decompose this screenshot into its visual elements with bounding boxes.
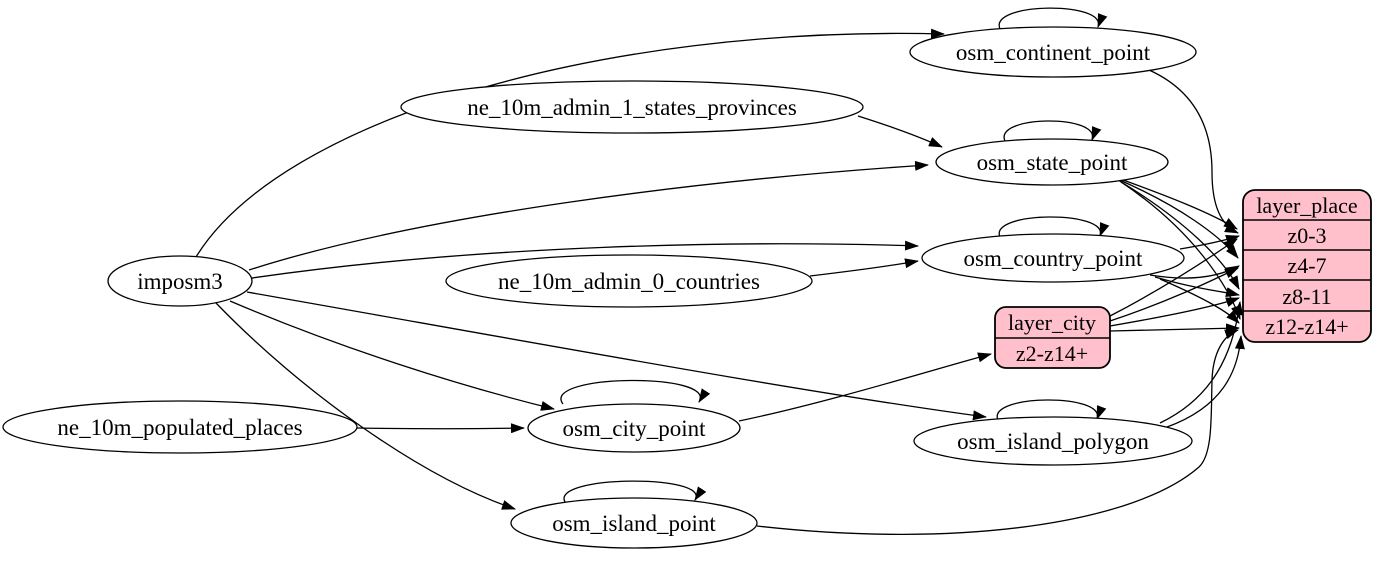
layer-place-title: layer_place (1256, 193, 1357, 218)
self-loop-osm-continent-point (998, 7, 1108, 30)
edge-imposm3-osm-continent-point (195, 28, 945, 258)
osm-island-point-label: osm_island_point (552, 511, 716, 536)
node-osm-island-point: osm_island_point (510, 497, 758, 549)
layer-place-row-z12-z14: z12-z14+ (1265, 314, 1348, 339)
self-loop-osm-country-point (998, 216, 1110, 238)
node-osm-city-point: osm_city_point (527, 403, 741, 453)
edge-imposm3-osm-island-polygon (246, 291, 987, 421)
imposm3-label: imposm3 (137, 269, 223, 294)
self-loop-osm-island-polygon (996, 399, 1107, 421)
osm-city-point-label: osm_city_point (562, 416, 706, 441)
layer-place-row-z8-11: z8-11 (1282, 284, 1331, 309)
ne-10m-populated-places-ellipse (2, 400, 358, 454)
osm-state-point-ellipse (935, 138, 1169, 186)
edge-osm-island-polygon-layer-place-z12-z14 (1166, 335, 1245, 428)
edge-layer-city-layer-place-z8-11 (1109, 297, 1240, 327)
edge-osm-city-point-layer-city-z2-z14 (738, 352, 992, 422)
edge-osm-country-point-layer-place-z12-z14 (1159, 278, 1240, 324)
layer-place-box (1242, 189, 1372, 343)
edge-layer-city-layer-place-z0-3 (1109, 238, 1238, 317)
edge-osm-island-point-layer-place-z12-z14 (756, 329, 1239, 535)
ne-10m-admin-1-states-provinces-label: ne_10m_admin_1_states_provinces (467, 95, 797, 120)
layer-place-row-z0-3: z0-3 (1287, 223, 1326, 248)
edge-osm-island-polygon-layer-place-z8-11 (1159, 301, 1244, 424)
node-ne-10m-populated-places: ne_10m_populated_places (2, 400, 358, 454)
edge-osm-continent-point-layer-place-z0-3 (1148, 69, 1239, 234)
edge-osm-state-point-layer-place-z0-3 (1111, 175, 1238, 230)
ne-10m-admin-0-countries-label: ne_10m_admin_0_countries (498, 269, 760, 294)
node-imposm3: imposm3 (107, 255, 253, 307)
imposm3-ellipse (107, 255, 253, 307)
ne-10m-admin-0-countries-ellipse (445, 254, 813, 308)
osm-state-point-label: osm_state_point (977, 150, 1128, 175)
edge-osm-state-point-layer-place-z8-11 (1117, 179, 1240, 290)
node-layer-city: layer_city z2-z14+ (994, 306, 1111, 369)
edge-osm-country-point-layer-place-z0-3 (1179, 235, 1240, 250)
ne-10m-populated-places-label: ne_10m_populated_places (57, 415, 302, 440)
edge-layer-city-layer-place-z12-z14 (1109, 323, 1240, 334)
edge-imposm3-osm-city-point (229, 300, 555, 411)
layer-city-row-z2-z14: z2-z14+ (1016, 341, 1088, 366)
osm-continent-point-ellipse (909, 26, 1197, 78)
ne-10m-admin-1-states-provinces-ellipse (400, 80, 864, 134)
edge-imposm3-osm-country-point (251, 240, 919, 279)
osm-island-polygon-ellipse (913, 416, 1193, 466)
osm-continent-point-label: osm_continent_point (956, 40, 1151, 65)
osm-city-point-ellipse (527, 403, 741, 453)
node-layer-place: layer_place z0-3 z4-7 z8-11 z12-z14+ (1242, 189, 1372, 343)
osm-country-point-ellipse (921, 233, 1185, 283)
edge-imposm3-osm-island-point (215, 302, 516, 510)
edge-imposm3-osm-state-point (248, 160, 929, 271)
layer-place-row-z4-7: z4-7 (1287, 253, 1326, 278)
node-ne-10m-admin-1-states-provinces: ne_10m_admin_1_states_provinces (400, 80, 864, 134)
node-osm-state-point: osm_state_point (935, 138, 1169, 186)
edge-layer-city-layer-place-z4-7 (1109, 267, 1239, 322)
node-osm-island-polygon: osm_island_polygon (913, 416, 1193, 466)
edge-layer (195, 7, 1245, 535)
node-osm-country-point: osm_country_point (921, 233, 1185, 283)
edge-ne-10m-admin-1-states-provinces-osm-state-point (857, 115, 943, 148)
osm-country-point-label: osm_country_point (964, 246, 1143, 271)
layer-city-title: layer_city (1008, 310, 1096, 335)
node-ne-10m-admin-0-countries: ne_10m_admin_0_countries (445, 254, 813, 308)
self-loop-osm-island-point (563, 480, 707, 503)
node-osm-continent-point: osm_continent_point (909, 26, 1197, 78)
edge-ne-10m-admin-0-countries-osm-country-point (809, 258, 919, 277)
osm-island-point-ellipse (510, 497, 758, 549)
edge-ne-10m-populated-places-osm-city-point (356, 423, 525, 434)
self-loop-osm-city-point (560, 379, 711, 405)
edge-osm-country-point-layer-place-z8-11 (1154, 276, 1240, 297)
self-loop-osm-state-point (1003, 120, 1102, 142)
osm-island-polygon-label: osm_island_polygon (957, 429, 1149, 454)
